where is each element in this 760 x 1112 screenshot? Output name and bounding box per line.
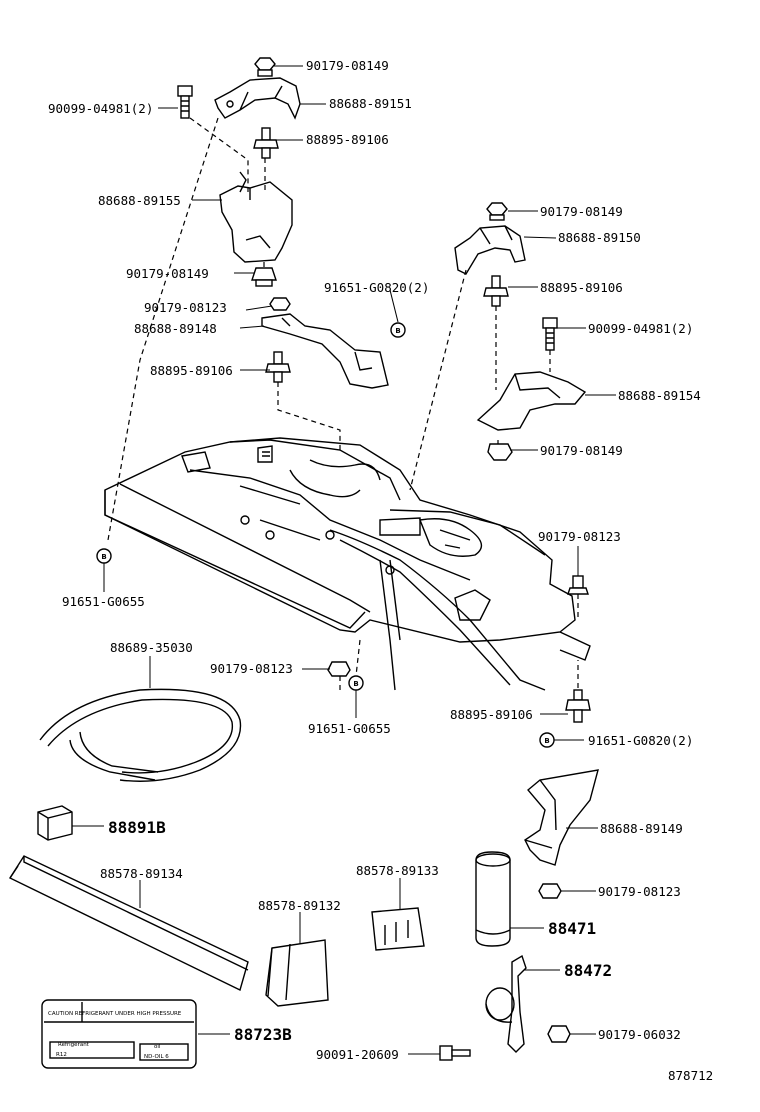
bracket-88472: [485, 954, 527, 1053]
part-label: 90091-20609: [316, 1047, 399, 1062]
part-label: 90179-08123: [144, 300, 227, 315]
refrigerant-title: Refrigerant: [58, 1042, 90, 1048]
part-label: 91651-G0820(2): [324, 280, 429, 295]
marker-b-text: B: [395, 327, 400, 335]
part-label: 91651-G0820(2): [588, 733, 693, 748]
nut-90179-08149-right: [486, 202, 508, 221]
part-label: 90099-04981(2): [48, 101, 153, 116]
part-label: 88472: [564, 961, 612, 980]
part-label: 88723B: [234, 1025, 292, 1044]
part-label: 90179-08123: [538, 529, 621, 544]
part-label: 88688-89154: [618, 388, 701, 403]
circle-marker-b-upper: B: [390, 322, 406, 338]
ac-unit-assembly: [104, 437, 591, 691]
seal-88578-89134: [8, 855, 249, 991]
caution-label-88723B: CAUTION REFRIGERANT UNDER HIGH PRESSURE …: [41, 999, 197, 1069]
nut-90179-08149-mid: [251, 267, 277, 287]
part-label: 88688-89155: [98, 193, 181, 208]
receiver-88471: [475, 851, 511, 947]
part-label: 88895-89106: [306, 132, 389, 147]
part-label: 90179-08123: [598, 884, 681, 899]
part-label: 91651-G0655: [308, 721, 391, 736]
stud-90179-08123-right: [567, 575, 589, 595]
bracket-88688-89151: [214, 77, 301, 120]
part-label: 88578-89132: [258, 898, 341, 913]
tube-88689-35030: [39, 688, 242, 782]
bracket-88688-89155: [219, 171, 293, 263]
bolt-90091-20609: [439, 1045, 471, 1061]
marker-b-text: B: [353, 680, 358, 688]
assembly-lines: [107, 117, 579, 690]
nut-90179-08123-bottom: [538, 883, 562, 899]
part-label: 88688-89151: [329, 96, 412, 111]
bolt-90099-04981-right: [542, 317, 558, 351]
stud-88895-89106-top: [253, 127, 279, 159]
part-label: 88688-89148: [134, 321, 217, 336]
nut-90179-06032: [547, 1025, 571, 1043]
oil-value: ND-OIL 6: [144, 1054, 169, 1060]
pad-88578-89133: [371, 907, 425, 951]
part-88891B: [37, 805, 73, 841]
nut-90179-08123-mid: [269, 297, 291, 311]
stud-88895-89106-mid: [265, 351, 291, 383]
part-label: 88689-35030: [110, 640, 193, 655]
oil-title: oil: [154, 1044, 161, 1050]
bracket-88688-89150: [454, 225, 526, 275]
part-label: 91651-G0655: [62, 594, 145, 609]
nut-90179-08149-top: [254, 57, 276, 77]
bolt-90099-04981-left: [177, 85, 193, 119]
part-label: 88688-89149: [600, 821, 683, 836]
part-label: 90179-08149: [126, 266, 209, 281]
caution-header-text: CAUTION REFRIGERANT UNDER HIGH PRESSURE: [48, 1011, 182, 1017]
stud-88895-89106-lower: [565, 689, 591, 723]
marker-b-text: B: [101, 553, 106, 561]
figure-number: 878712: [668, 1068, 713, 1083]
bracket-88688-89154: [476, 371, 587, 431]
part-label: 90179-08149: [540, 443, 623, 458]
nut-90179-08123-lower: [327, 661, 351, 677]
part-label: 90179-08149: [540, 204, 623, 219]
part-label: 88891B: [108, 818, 166, 837]
part-label: 90179-06032: [598, 1027, 681, 1042]
part-label: 90099-04981(2): [588, 321, 693, 336]
pad-88578-89132: [265, 939, 329, 1007]
bracket-88688-89149: [524, 769, 599, 866]
part-label: 88578-89134: [100, 866, 183, 881]
refrigerant-value: R12: [56, 1052, 67, 1058]
marker-b-text: B: [544, 737, 549, 745]
part-labels: 90179-08149 90099-04981(2) 88688-89151 8…: [48, 58, 701, 1062]
part-label: 88471: [548, 919, 596, 938]
part-label: 90179-08149: [306, 58, 389, 73]
circle-marker-b-right: B: [539, 732, 555, 748]
part-label: 88895-89106: [540, 280, 623, 295]
circle-marker-b-lower: B: [348, 675, 364, 691]
bracket-88688-89148: [261, 313, 389, 389]
part-label: 88895-89106: [150, 363, 233, 378]
stud-88895-89106-right: [483, 275, 509, 307]
part-label: 88578-89133: [356, 863, 439, 878]
part-label: 88895-89106: [450, 707, 533, 722]
part-label: 88688-89150: [558, 230, 641, 245]
leader-lines: [72, 65, 616, 1055]
part-label: 90179-08123: [210, 661, 293, 676]
nut-90179-08149-lower-right: [487, 443, 513, 461]
circle-marker-b-left: B: [96, 548, 112, 564]
